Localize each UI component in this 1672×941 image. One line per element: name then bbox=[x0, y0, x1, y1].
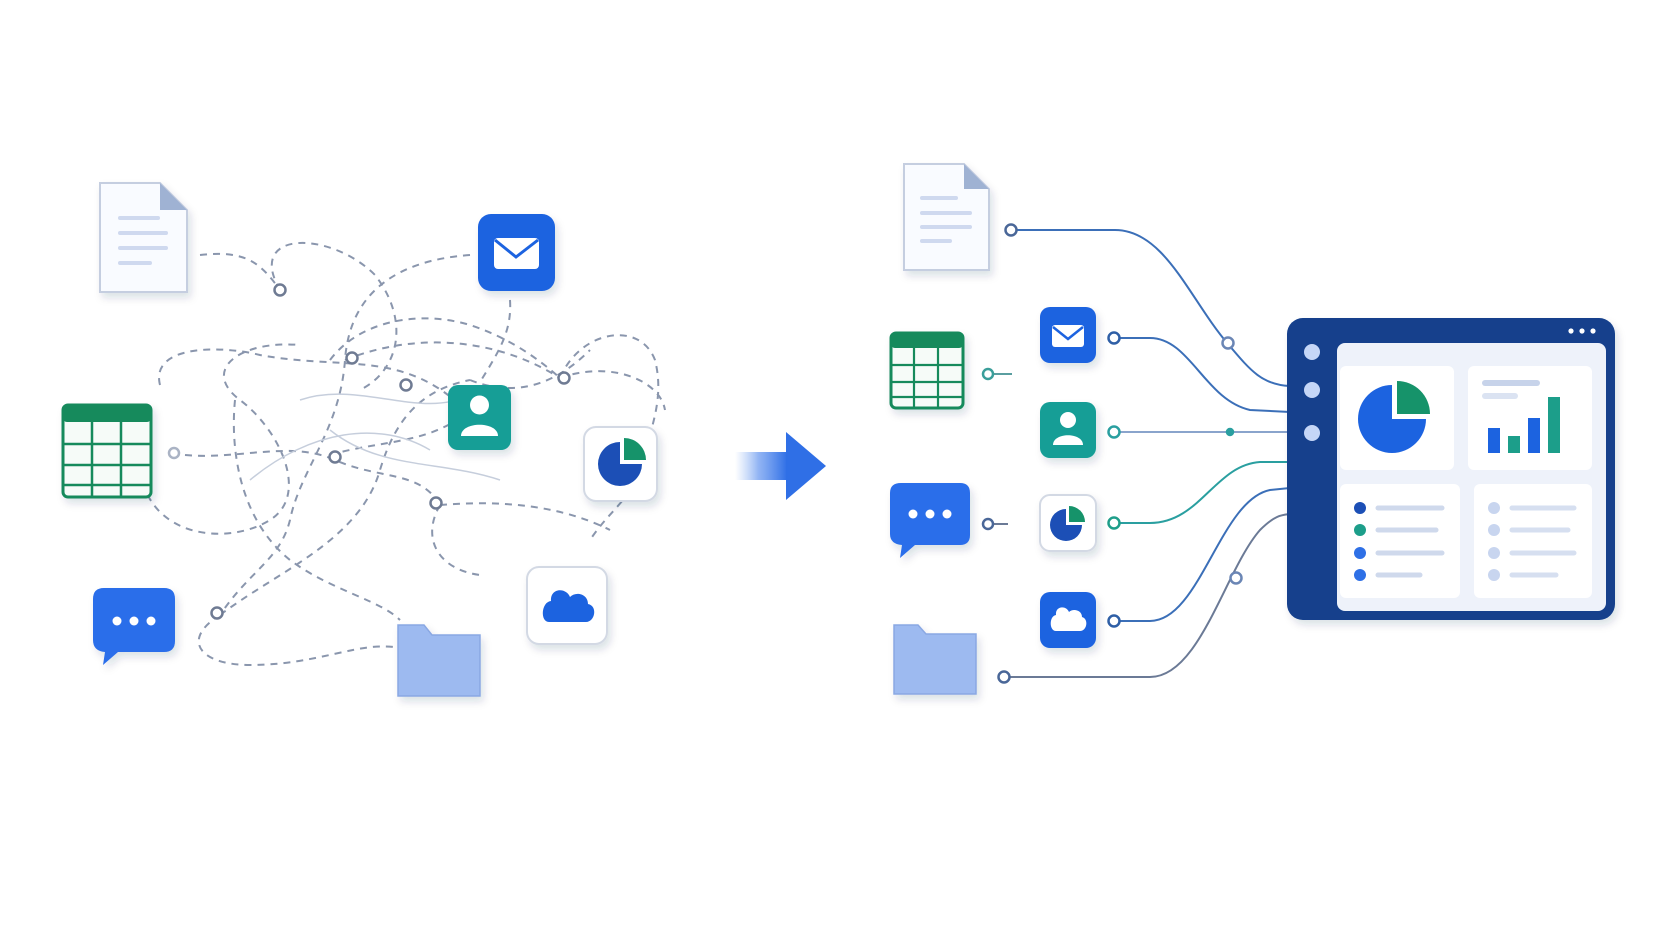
dashboard-sidebar-dots bbox=[1304, 344, 1320, 441]
left-email-icon bbox=[478, 214, 555, 291]
right-document-icon bbox=[903, 163, 990, 271]
window-menu-dots bbox=[1568, 328, 1596, 334]
organized-junctions bbox=[981, 223, 1243, 684]
right-email-icon bbox=[1040, 307, 1096, 363]
left-contact-icon bbox=[448, 385, 511, 450]
organized-connections bbox=[989, 229, 1291, 678]
dashboard-card-list-left bbox=[1340, 484, 1460, 598]
tangled-junctions bbox=[167, 283, 571, 620]
left-folder-icon bbox=[397, 624, 481, 697]
right-pie-chart-icon bbox=[1039, 494, 1097, 552]
right-cloud-icon bbox=[1040, 592, 1096, 648]
dashboard-card-pie bbox=[1340, 366, 1454, 470]
right-contact-icon bbox=[1040, 402, 1096, 458]
dashboard-window bbox=[1287, 318, 1615, 620]
left-document-icon bbox=[99, 182, 188, 293]
arrow-right-icon bbox=[735, 432, 826, 500]
right-spreadsheet-icon bbox=[889, 331, 965, 410]
left-spreadsheet-icon bbox=[61, 403, 153, 499]
left-chat-icon bbox=[93, 588, 175, 665]
left-pie-chart-icon bbox=[583, 426, 658, 502]
left-cloud-icon bbox=[526, 566, 608, 645]
dashboard-card-list-right bbox=[1474, 484, 1592, 598]
right-chat-icon bbox=[890, 483, 970, 558]
dashboard-card-bars bbox=[1468, 366, 1592, 470]
right-folder-icon bbox=[893, 624, 977, 695]
